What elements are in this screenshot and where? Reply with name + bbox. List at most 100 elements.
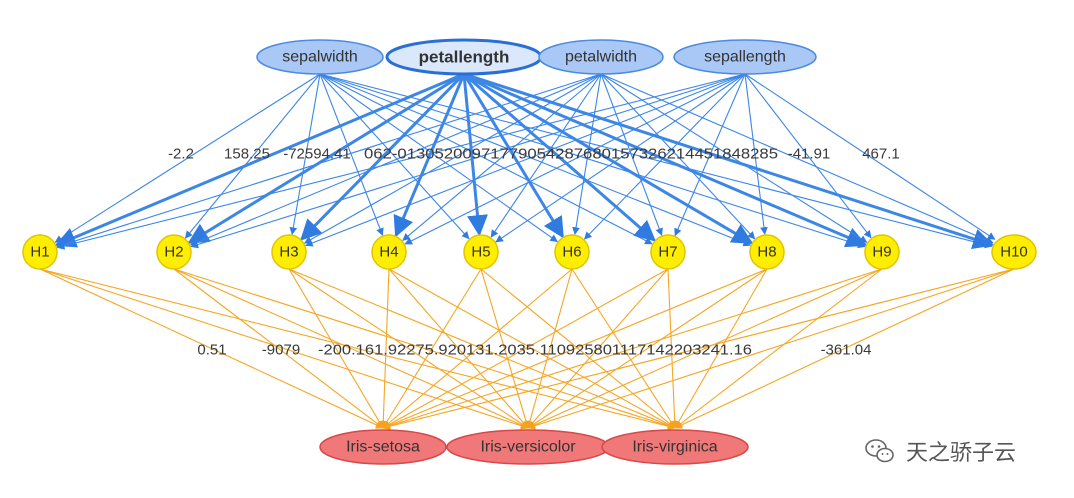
edge-sepallength-H7 [674, 73, 746, 237]
hidden-output-weight-labels: 0.51 -9079 -200.161.92275.920131.2035.11… [197, 342, 871, 359]
weight-label: -9079 [262, 342, 300, 359]
input-hidden-edges [54, 72, 996, 250]
input-node-label: petallength [419, 48, 510, 67]
input-node-sepallength[interactable]: sepallength [673, 39, 817, 75]
watermark-text: 天之骄子云 [906, 441, 1016, 466]
hidden-node-label: H8 [757, 244, 776, 261]
edge-sepallength-H8 [744, 73, 768, 235]
edge-H4-setosa [379, 268, 390, 429]
hidden-node-h6[interactable]: H6 [554, 234, 590, 270]
weight-label: -41.91 [788, 146, 831, 163]
edge-H2-virginica [173, 268, 676, 430]
edge-sepalwidth-H8 [319, 73, 752, 247]
hidden-output-edges [39, 268, 1015, 431]
edge-petallength-H1 [54, 72, 465, 248]
weight-label: -2.2 [168, 146, 194, 163]
hidden-node-h4[interactable]: H4 [371, 234, 407, 270]
edge-H6-setosa [382, 268, 573, 429]
edge-petalwidth-H1 [56, 73, 602, 249]
edge-petallength-H5 [462, 73, 488, 237]
edge-H2-setosa [173, 268, 384, 429]
input-node-label: sepallength [704, 49, 786, 66]
edge-petallength-H3 [300, 72, 466, 241]
hidden-node-h10[interactable]: H10 [991, 234, 1037, 270]
weight-label: 158.25 [224, 146, 270, 163]
edge-petalwidth-H2 [189, 73, 602, 246]
edge-sepallength-H4 [404, 73, 746, 245]
input-node-petalwidth[interactable]: petalwidth [538, 39, 664, 75]
edge-sepallength-H6 [583, 73, 746, 240]
edge-sepalwidth-H7 [319, 73, 653, 245]
output-node-label: Iris-setosa [346, 439, 420, 456]
edge-sepalwidth-H3 [289, 73, 321, 236]
edge-H10-virginica [674, 268, 1015, 429]
hidden-node-h2[interactable]: H2 [156, 234, 192, 270]
edge-H4-virginica [388, 268, 676, 429]
weight-label: -200.161.92275.920131.2035.1109258011171… [318, 342, 752, 359]
weight-label: 062-013052009717790542876801573262144518… [364, 146, 778, 163]
edge-petallength-H4 [393, 73, 466, 238]
hidden-node-h9[interactable]: H9 [864, 234, 900, 270]
input-hidden-weight-labels: -2.2 158.25 -72594.41 062-01305200971779… [168, 146, 900, 163]
hidden-node-h8[interactable]: H8 [749, 234, 785, 270]
hidden-node-label: H3 [279, 244, 298, 261]
output-node-versicolor[interactable]: Iris-versicolor [446, 429, 610, 465]
weight-label: 467.1 [862, 146, 900, 163]
edge-H3-setosa [288, 268, 384, 429]
edge-H8-versicolor [527, 268, 768, 429]
edge-sepallength-H2 [190, 73, 746, 249]
edge-sepallength-H9 [744, 73, 872, 239]
input-layer: sepalwidth petallength petalwidth sepall… [256, 38, 817, 76]
weight-label: -361.04 [821, 342, 872, 359]
edge-sepalwidth-H5 [319, 73, 470, 240]
output-node-virginica[interactable]: Iris-virginica [601, 429, 749, 465]
hidden-node-h1[interactable]: H1 [22, 234, 58, 270]
output-node-label: Iris-virginica [632, 439, 717, 456]
watermark: 天之骄子云 [865, 439, 1016, 466]
hidden-node-label: H4 [379, 244, 398, 261]
hidden-layer: H1 H2 H3 H4 H5 H6 H7 H8 [22, 234, 1037, 270]
edge-H4-versicolor [388, 268, 529, 429]
edge-petalwidth-H8 [600, 73, 756, 240]
edge-H5-virginica [480, 268, 676, 429]
edge-petalwidth-H3 [303, 73, 602, 244]
hidden-node-h3[interactable]: H3 [271, 234, 307, 270]
edge-petalwidth-H7 [600, 73, 663, 236]
hidden-node-label: H10 [1000, 244, 1028, 261]
edge-H5-versicolor [480, 268, 530, 429]
edge-H8-setosa [382, 268, 768, 429]
edge-H10-setosa [382, 268, 1015, 431]
edge-petallength-H9 [463, 72, 868, 248]
hidden-node-label: H9 [872, 244, 891, 261]
edge-H7-virginica [667, 268, 679, 429]
edge-H7-versicolor [527, 268, 669, 429]
hidden-node-h5[interactable]: H5 [463, 234, 499, 270]
edge-H6-virginica [571, 268, 676, 429]
output-node-setosa[interactable]: Iris-setosa [319, 429, 447, 465]
edge-sepallength-H1 [56, 73, 746, 250]
hidden-node-label: H5 [471, 244, 490, 261]
edge-sepalwidth-H6 [319, 73, 558, 243]
input-node-label: sepalwidth [282, 49, 358, 66]
edge-H10-versicolor [527, 268, 1015, 430]
hidden-node-h7[interactable]: H7 [650, 234, 686, 270]
edge-petallength-H2 [187, 72, 465, 244]
edge-petalwidth-H6 [572, 73, 602, 235]
edge-sepallength-H3 [305, 73, 746, 247]
edge-petalwidth-H4 [402, 73, 602, 241]
edge-sepalwidth-H10 [319, 73, 993, 249]
input-node-petallength[interactable]: petallength [385, 38, 543, 76]
edge-sepalwidth-H2 [184, 73, 321, 239]
edge-H1-virginica [39, 268, 676, 431]
edge-H9-virginica [674, 268, 883, 429]
edge-petallength-H7 [463, 72, 656, 242]
edge-H8-virginica [674, 268, 768, 429]
edge-sepalwidth-H4 [319, 73, 384, 236]
weight-label: -72594.41 [283, 146, 351, 163]
hidden-node-label: H2 [164, 244, 183, 261]
hidden-node-label: H7 [658, 244, 677, 261]
edge-petalwidth-H5 [490, 73, 602, 238]
input-node-sepalwidth[interactable]: sepalwidth [256, 39, 384, 75]
edge-petalwidth-H9 [600, 73, 868, 243]
hidden-node-label: H6 [562, 244, 581, 261]
